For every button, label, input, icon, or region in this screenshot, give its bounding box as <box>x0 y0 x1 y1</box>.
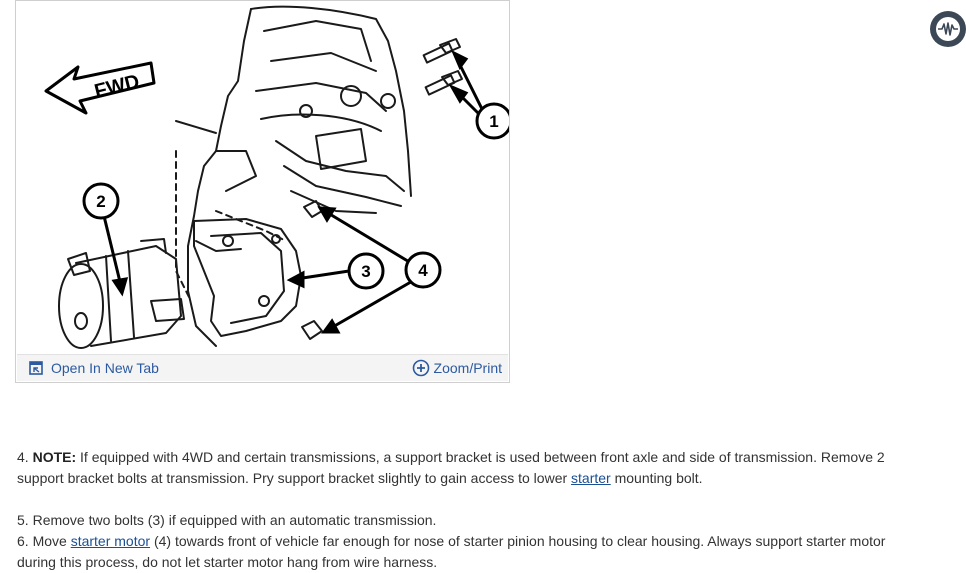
callout-3: 3 <box>361 262 370 281</box>
waveform-icon <box>936 17 960 41</box>
figure-toolbar: Open In New Tab Zoom/Print <box>17 354 508 381</box>
instruction-steps: 4. NOTE: If equipped with 4WD and certai… <box>17 447 927 573</box>
zoom-print-label: Zoom/Print <box>433 360 502 376</box>
step-6: 6. Move starter motor (4) towards front … <box>17 533 886 570</box>
open-in-new-tab-icon <box>29 361 43 375</box>
waveform-button[interactable] <box>930 11 966 47</box>
starter-motor-link[interactable]: starter motor <box>70 533 151 549</box>
starter-removal-diagram: FWD 1 2 3 4 <box>44 5 509 349</box>
open-in-new-tab-label: Open In New Tab <box>51 360 159 376</box>
diagram-figure: FWD 1 2 3 4 Open In New Tab <box>15 0 510 383</box>
open-in-new-tab-link[interactable]: Open In New Tab <box>29 359 159 377</box>
callout-4: 4 <box>418 261 428 280</box>
step-5: 5. Remove two bolts (3) if equipped with… <box>17 512 437 528</box>
callout-1: 1 <box>489 112 498 131</box>
fwd-arrow-icon: FWD <box>44 61 156 115</box>
note-label: NOTE: <box>32 449 77 465</box>
zoom-print-link[interactable]: Zoom/Print <box>412 358 502 378</box>
callout-2: 2 <box>96 192 105 211</box>
step-4: 4. NOTE: If equipped with 4WD and certai… <box>17 449 885 486</box>
starter-link[interactable]: starter <box>571 470 611 486</box>
zoom-plus-icon <box>412 359 429 377</box>
